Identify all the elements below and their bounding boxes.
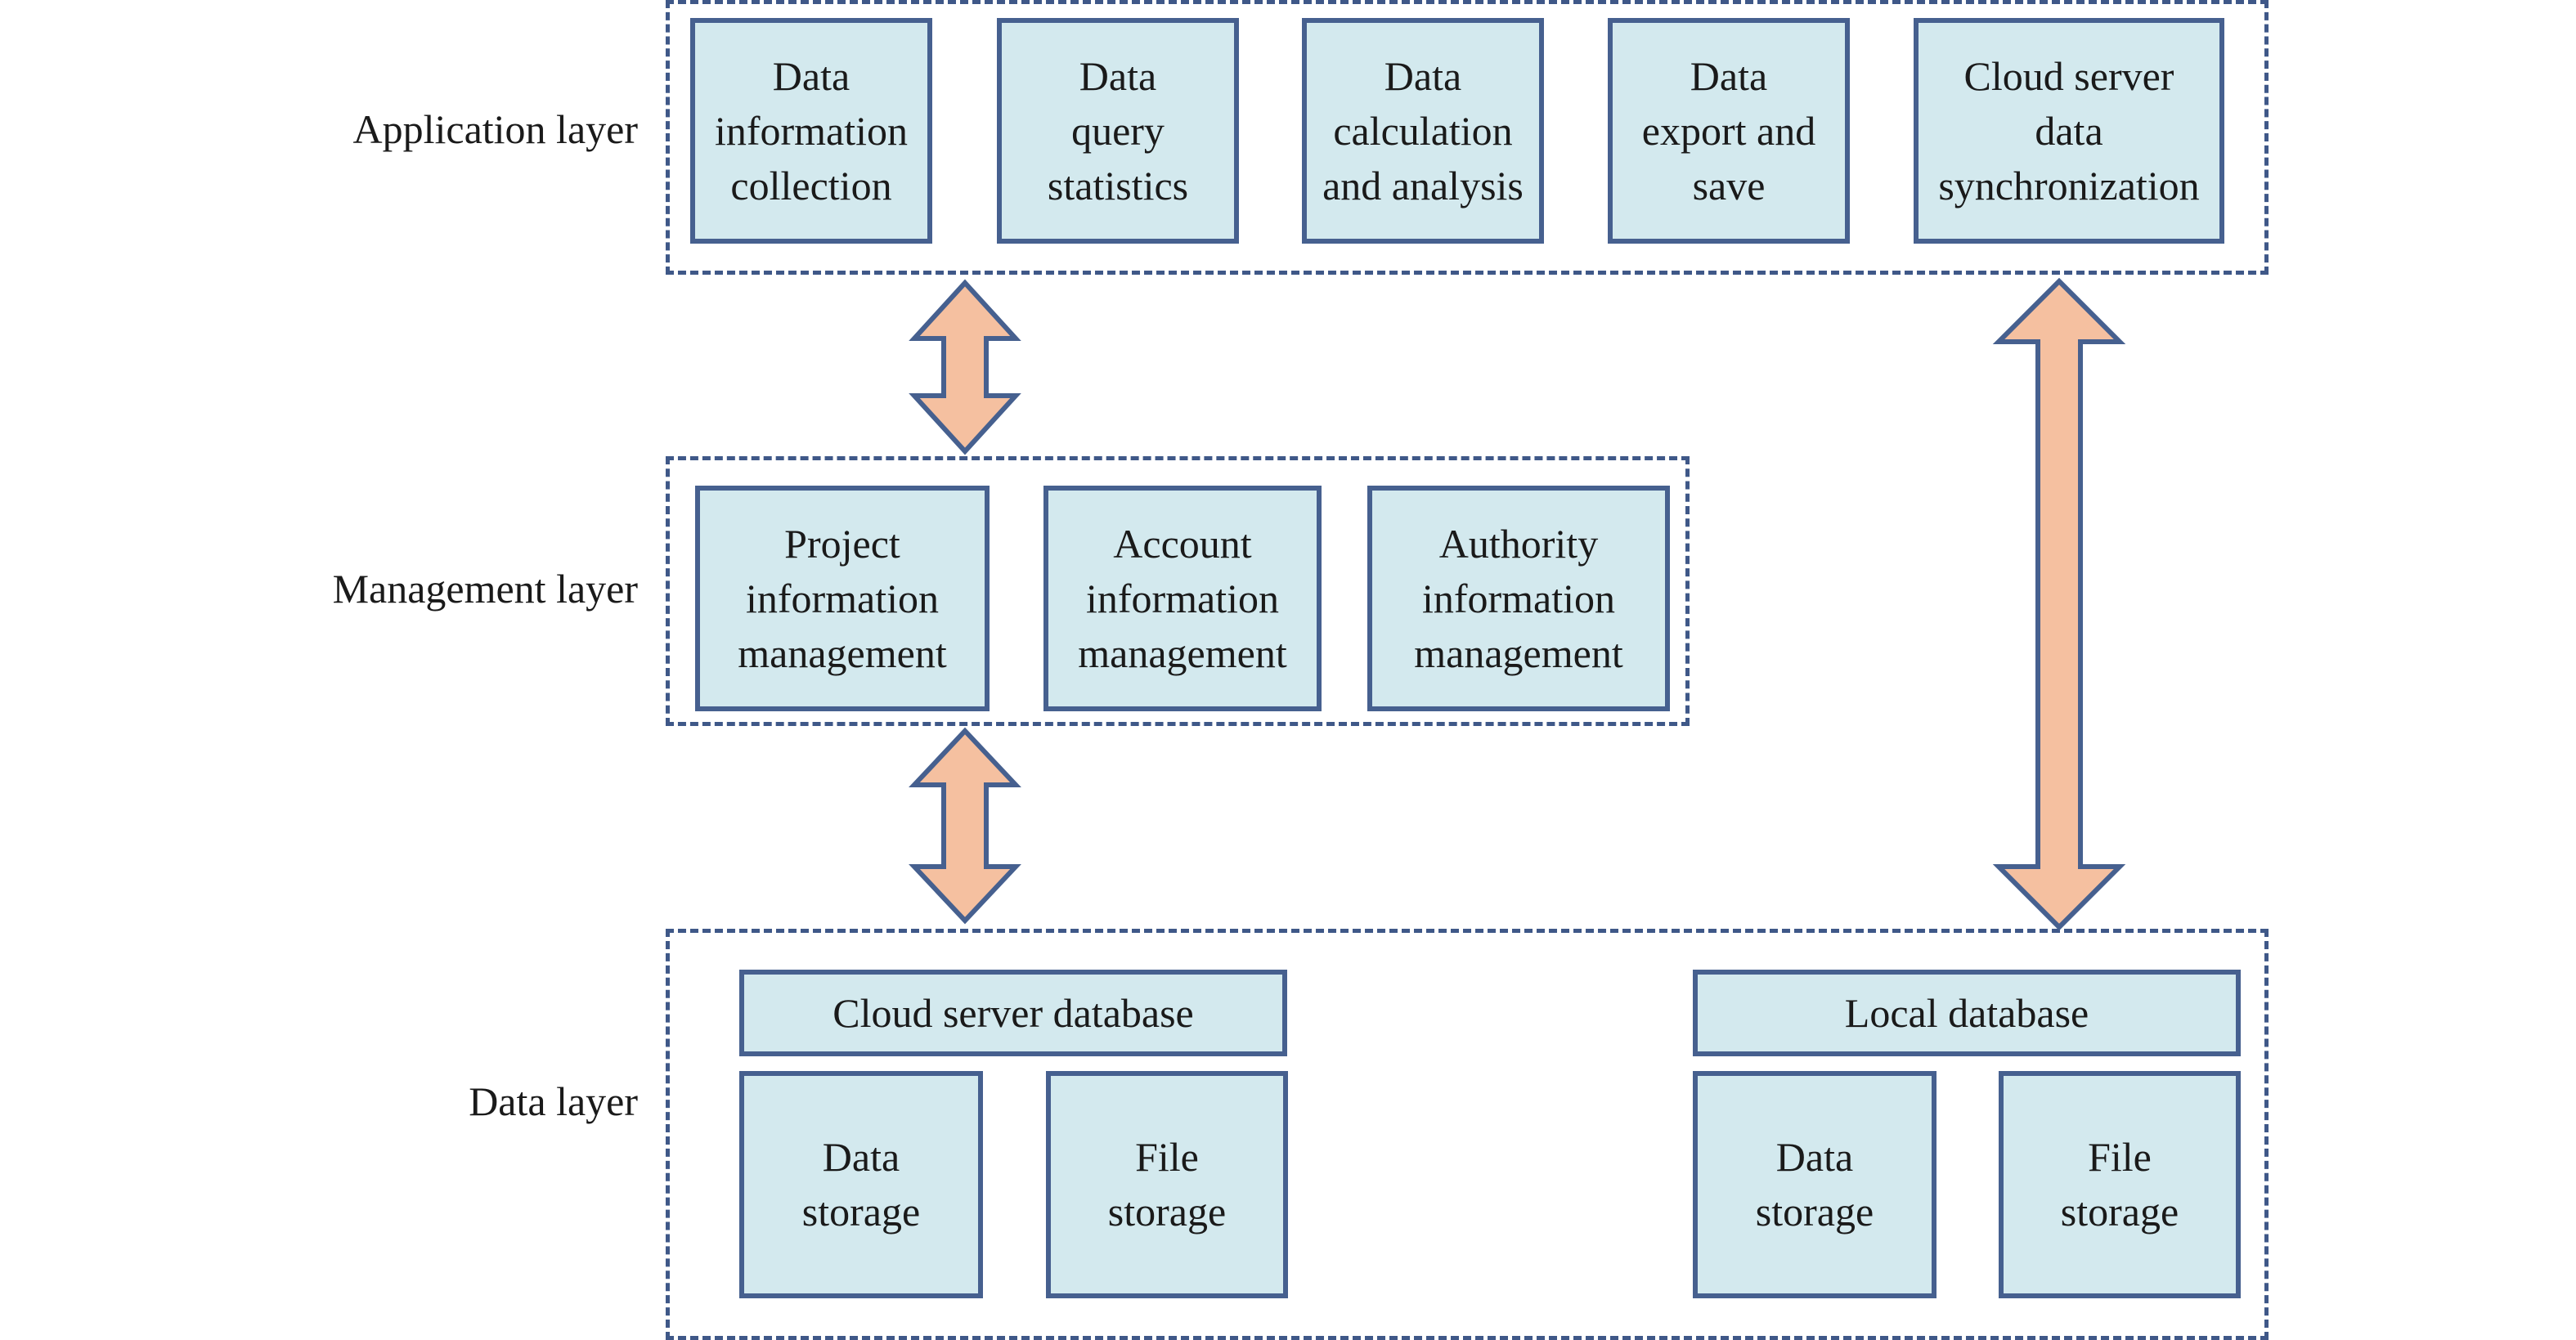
application-layer-label: Application layer xyxy=(352,106,639,152)
application-layer-group xyxy=(666,0,2269,275)
module-data-calculation-and-analysis: Data calculation and analysis xyxy=(1302,18,1544,244)
cloud-server-database-title: Cloud server database xyxy=(739,970,1287,1056)
module-account-information-management: Account information management xyxy=(1043,486,1322,711)
module-data-export-and-save: Data export and save xyxy=(1608,18,1850,244)
management-layer-group xyxy=(666,456,1690,726)
module-authority-information-management: Authority information management xyxy=(1367,486,1670,711)
local-database-title: Local database xyxy=(1693,970,2241,1056)
data-layer-group xyxy=(666,929,2269,1340)
local-data-storage: Data storage xyxy=(1693,1071,1936,1298)
module-data-information-collection: Data information collection xyxy=(690,18,932,244)
cloud-file-storage: File storage xyxy=(1046,1071,1288,1298)
arrow-application-data-sync xyxy=(1992,277,2126,931)
management-layer-label: Management layer xyxy=(332,566,638,612)
arrow-application-management xyxy=(909,279,1021,455)
module-project-information-management: Project information management xyxy=(695,486,990,711)
data-layer-label: Data layer xyxy=(469,1078,638,1124)
module-cloud-server-data-synchronization: Cloud server data synchronization xyxy=(1914,18,2224,244)
cloud-data-storage: Data storage xyxy=(739,1071,983,1298)
module-data-query-statistics: Data query statistics xyxy=(997,18,1239,244)
arrow-management-data xyxy=(909,727,1021,925)
local-file-storage: File storage xyxy=(1999,1071,2241,1298)
